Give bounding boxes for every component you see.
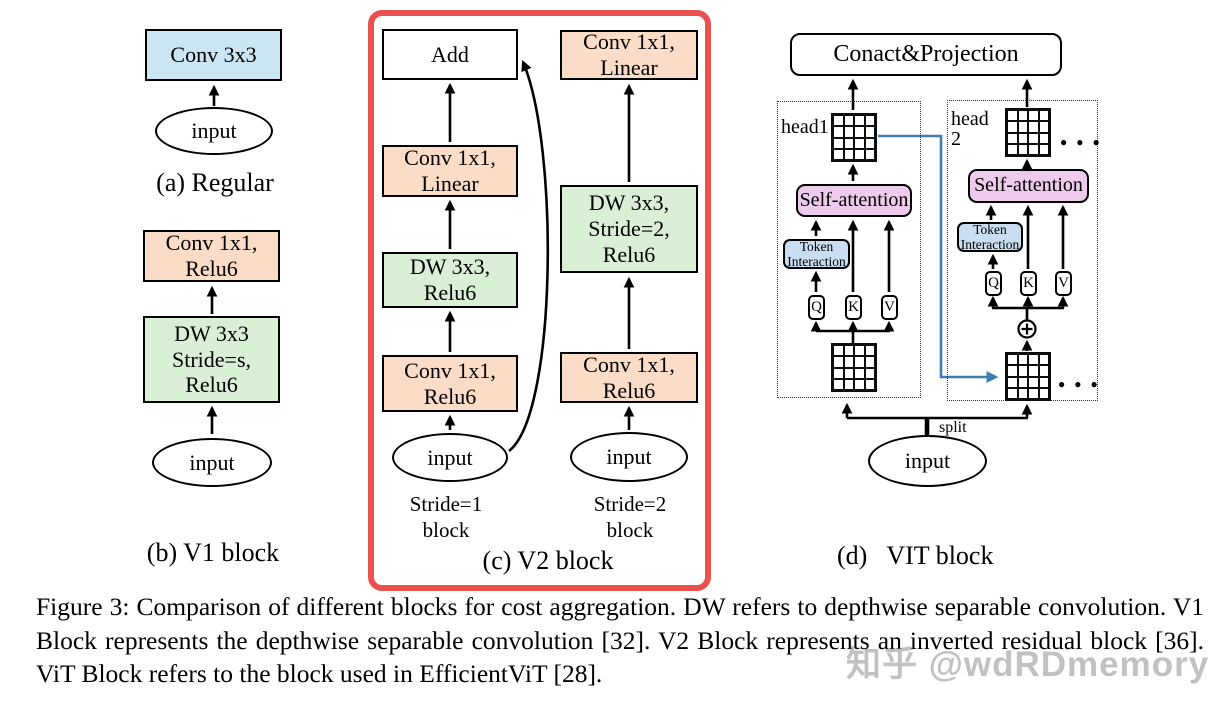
v2s1-dw-box: DW 3x3, Relu6 <box>382 252 518 308</box>
head1-k-box: K <box>845 295 862 320</box>
head2-self-attention-box: Self-attention <box>968 169 1089 203</box>
v1-conv1x1-box: Conv 1x1, Relu6 <box>143 230 280 282</box>
panel-d-caption: (d) VIT block <box>837 541 994 570</box>
v2s2-conv-linear-box: Conv 1x1, Linear <box>560 29 698 80</box>
v1-dw-box: DW 3x3 Stride=s, Relu6 <box>143 316 280 403</box>
head1-token-interaction-box: Token Interaction <box>783 239 850 269</box>
v2-highlight-border <box>368 10 711 591</box>
head2-output-grid <box>1005 108 1051 157</box>
stride1-block-label: Stride=1 block <box>409 492 483 542</box>
v2s1-conv-linear-box: Conv 1x1, Linear <box>382 145 518 197</box>
conv3x3-box: Conv 3x3 <box>145 29 282 81</box>
head1-v-box: V <box>881 295 898 320</box>
head1-input-grid <box>831 343 877 392</box>
head1-label: head1 <box>781 116 829 138</box>
input-ellipse-d: input <box>868 435 987 487</box>
panel-c-caption: (c) V2 block <box>482 546 614 575</box>
v2s1-conv-relu-box: Conv 1x1, Relu6 <box>382 355 518 412</box>
head1-self-attention-box: Self-attention <box>796 184 912 217</box>
panel-b-caption: (b) V1 block <box>146 538 280 567</box>
input-ellipse-c1: input <box>392 433 508 482</box>
head2-token-interaction-box: Token Interaction <box>957 222 1023 252</box>
v2s2-dw-box: DW 3x3, Stride=2, Relu6 <box>560 185 698 273</box>
ellipsis-dots-top: ● ● ● <box>1060 135 1103 149</box>
v2-add-box: Add <box>382 29 518 80</box>
split-label: split <box>939 419 967 436</box>
figure-caption: Figure 3: Comparison of different blocks… <box>36 592 1204 688</box>
watermark: 知乎 @wdRDmemory <box>846 645 1210 684</box>
stride2-block-label: Stride=2 block <box>593 492 667 542</box>
v2s2-conv-relu-box: Conv 1x1, Relu6 <box>560 352 698 403</box>
concat-projection-box: Conact&Projection <box>790 33 1062 76</box>
head1-output-grid <box>831 113 877 162</box>
panel-a-caption: (a) Regular <box>156 168 274 197</box>
input-ellipse-a: input <box>155 107 273 155</box>
ellipsis-dots-bottom: ● ● ● <box>1058 377 1101 391</box>
head2-v-box: V <box>1055 271 1072 296</box>
head2-k-box: K <box>1020 271 1037 296</box>
input-ellipse-c2: input <box>570 432 688 482</box>
head2-label: head 2 <box>951 108 989 150</box>
head2-q-box: Q <box>985 271 1002 296</box>
head1-q-box: Q <box>808 295 825 320</box>
head2-input-grid <box>1005 352 1051 401</box>
input-ellipse-b: input <box>152 438 272 487</box>
